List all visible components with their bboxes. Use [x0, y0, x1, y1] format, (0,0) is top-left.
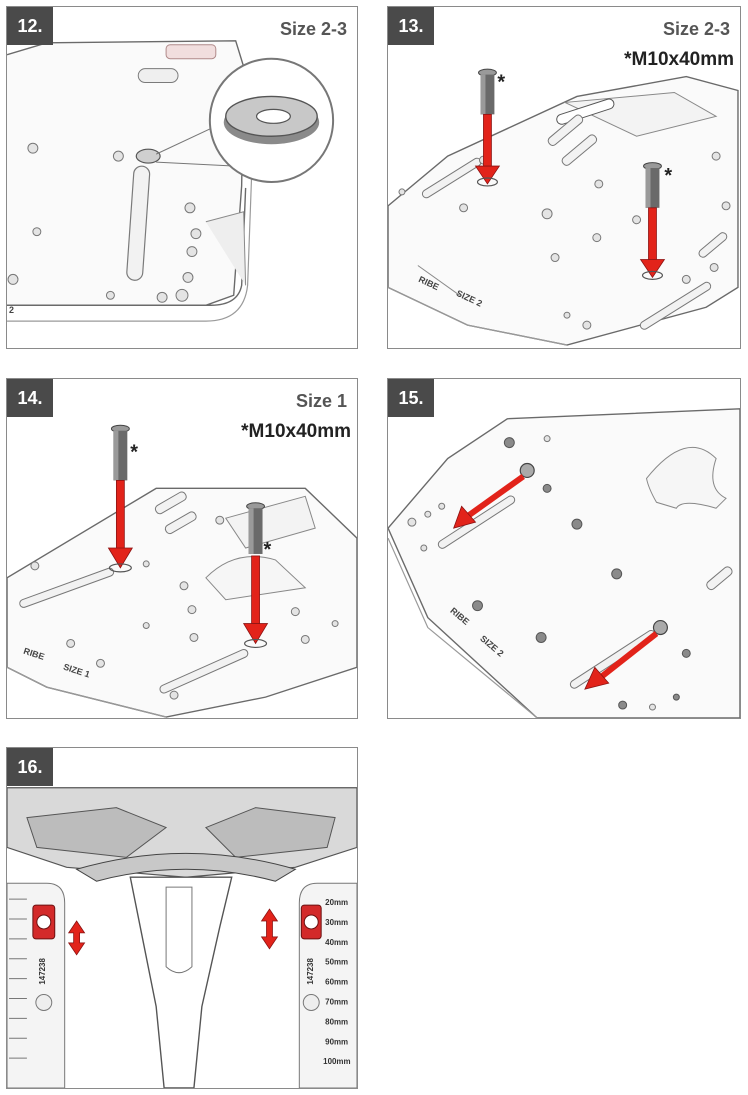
scale-mark: 100mm	[323, 1057, 350, 1066]
scale-mark: 20mm	[325, 898, 348, 907]
step-12-panel: 12. Size 2-3 2	[6, 6, 358, 349]
scale-mark: 50mm	[325, 958, 348, 967]
bolt-marker: *	[664, 165, 672, 187]
height-scale: 20mm 30mm 40mm 50mm 60mm 70mm 80mm 90mm …	[323, 898, 350, 1066]
step-15-panel: 15. RIBE SIZE 2	[387, 378, 741, 719]
scale-mark: 60mm	[325, 978, 348, 987]
step-13-illustration: * * RIBE SIZE 2	[388, 68, 739, 346]
step-number: 15.	[388, 379, 434, 417]
scale-mark: 30mm	[325, 918, 348, 927]
step-14-panel: 14. Size 1 *M10x40mm *	[6, 378, 358, 719]
step-number: 16.	[7, 748, 53, 786]
step-12-illustration: 2	[7, 40, 335, 322]
bolt-spec-note: *M10x40mm	[624, 49, 734, 70]
step-number: 13.	[388, 7, 434, 45]
step-number: 14.	[7, 379, 53, 417]
bolt-marker: *	[497, 72, 505, 94]
step-14-illustration: * * RIBE SIZE 1	[7, 424, 357, 718]
step-16-panel: 16. 147238 147238 20mm 30mm 40mm 50mm 60…	[6, 747, 358, 1089]
step-number: 12.	[7, 7, 53, 45]
adjust-arrows	[67, 908, 279, 956]
size-label: Size 2-3	[662, 19, 730, 39]
size-label: Size 2-3	[279, 19, 347, 39]
part-number: 147238	[306, 958, 315, 985]
scale-mark: 70mm	[325, 997, 348, 1006]
part-number: 147238	[38, 958, 47, 985]
step-15-illustration: RIBE SIZE 2	[388, 408, 740, 718]
scale-mark: 90mm	[325, 1037, 348, 1046]
bolt-marker: *	[264, 539, 272, 561]
step-16-illustration: 147238 147238 20mm 30mm 40mm 50mm 60mm 7…	[7, 787, 357, 1088]
bolt-spec-note: *M10x40mm	[241, 421, 351, 442]
step-13-panel: 13. Size 2-3 *M10x40mm *	[387, 6, 741, 349]
scale-mark: 80mm	[325, 1017, 348, 1026]
scale-mark: 40mm	[325, 938, 348, 947]
size-label: Size 1	[295, 391, 347, 411]
size-stamp-fragment: 2	[9, 305, 14, 315]
bolt-marker: *	[130, 442, 138, 464]
